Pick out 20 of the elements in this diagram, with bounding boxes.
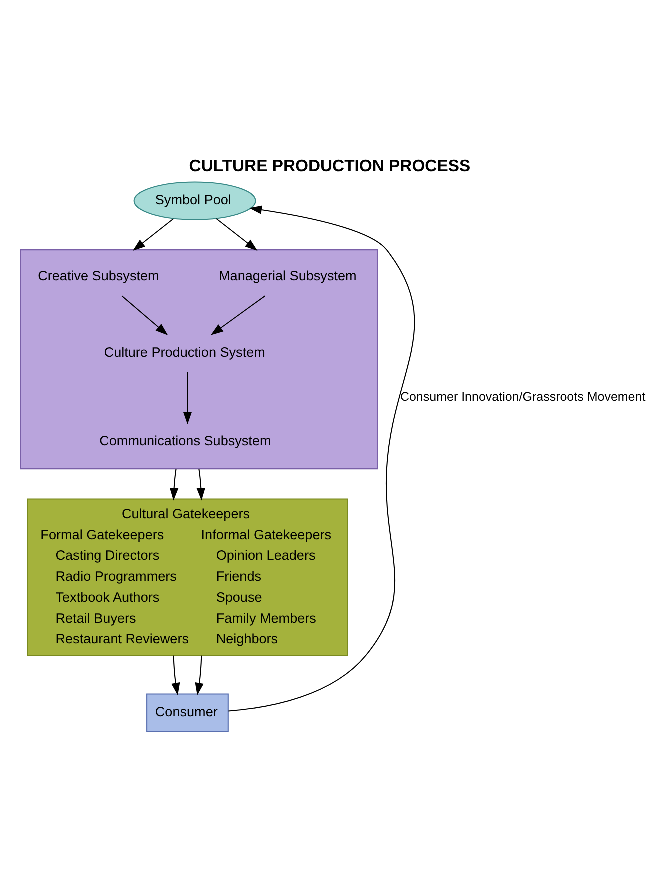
arrow [228, 206, 416, 712]
arrow [132, 218, 174, 252]
diagram-title: CULTURE PRODUCTION PROCESS [189, 156, 471, 176]
cluster [20, 250, 378, 470]
arrow [122, 296, 168, 336]
arrow [183, 372, 192, 425]
node-box: Consumer [146, 694, 229, 732]
arrow [196, 468, 206, 501]
node-text: Communications Subsystem [100, 433, 272, 448]
arrow [195, 656, 204, 696]
node-text: Creative Subsystem [38, 268, 160, 284]
node-text: Culture Production System [104, 344, 266, 360]
arrow [170, 468, 179, 501]
node-text: Managerial Subsystem [219, 268, 357, 284]
node-ellipse: Symbol Pool [134, 182, 256, 220]
arrow [216, 218, 258, 252]
arrow [210, 296, 266, 336]
node-box: Cultural Gatekeepers Formal Gatekeepers Informal Gatekeepers Casting Directors Opinion Leaders Radio Programmers Friends Textbook Authors Spouse Retail Buyers Family Members Restaurant Reviewers Neighbors [27, 498, 348, 656]
arrow [172, 656, 180, 696]
edge-label: Consumer Innovation/Grassroots Movement [400, 390, 646, 404]
